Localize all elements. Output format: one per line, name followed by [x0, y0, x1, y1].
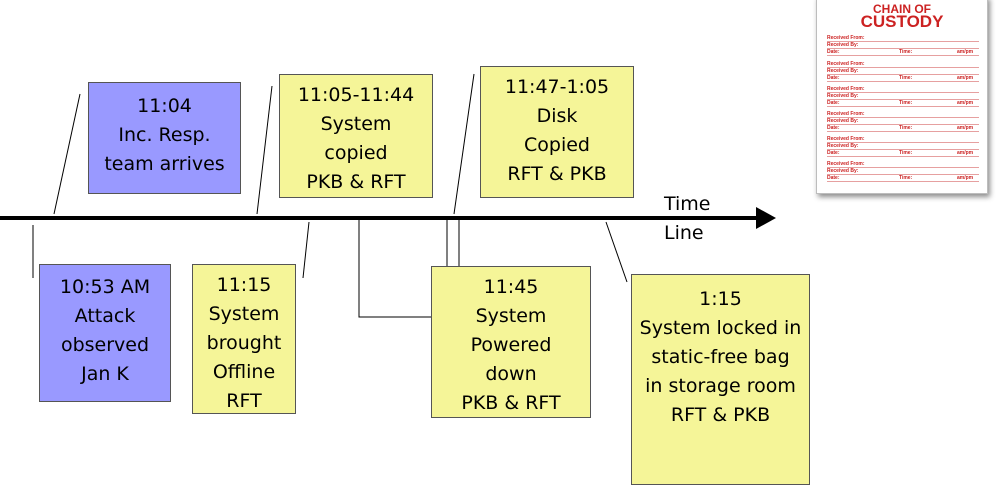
event-text: Inc. Resp. — [118, 124, 211, 146]
date-label: Date: — [827, 125, 841, 131]
date-label: Date: — [827, 150, 841, 156]
event-text: static-free bag — [651, 346, 790, 368]
custody-entry: Received From: Received By: Date: Time: … — [827, 111, 979, 132]
custody-card-title-small: CHAIN OF — [873, 2, 931, 16]
time-label: Time: — [899, 49, 914, 55]
event-text: 11:45 — [483, 276, 539, 298]
event-text: Disk — [536, 105, 578, 127]
event-text: 10:53 AM — [59, 276, 151, 298]
event-text: Offline — [212, 361, 276, 383]
time-label: Time: — [899, 175, 914, 181]
event-box-system-offline: 11:15 System brought Offline RFT — [192, 264, 296, 414]
event-text: Copied — [524, 134, 590, 156]
event-text: down — [485, 363, 537, 385]
event-box-system-copied: 11:05-11:44 System copied PKB & RFT — [279, 74, 433, 198]
event-text: PKB & RFT — [306, 171, 406, 193]
received-from-label: Received From: — [827, 61, 866, 67]
custody-card-title-large: CUSTODY — [860, 12, 944, 31]
received-from-label: Received From: — [827, 161, 866, 167]
received-from-label: Received From: — [827, 136, 866, 142]
time-axis-arrowhead — [756, 207, 776, 229]
connector-line — [453, 73, 475, 215]
connector-line — [256, 85, 273, 215]
event-text: in storage room — [645, 375, 796, 397]
ampm-label: am/pm — [957, 49, 975, 55]
received-by-label: Received By: — [827, 42, 860, 48]
date-label: Date: — [827, 75, 841, 81]
event-text: 11:05-11:44 — [297, 84, 415, 106]
date-label: Date: — [827, 175, 841, 181]
event-box-system-locked: 1:15 System locked in static-free bag in… — [631, 274, 810, 485]
event-text: 11:04 — [137, 95, 192, 117]
event-text: 1:15 — [699, 288, 742, 310]
event-text: RFT & PKB — [507, 163, 607, 185]
received-from-label: Received From: — [827, 35, 866, 41]
event-text: Powered — [470, 334, 552, 356]
connector-line — [302, 221, 310, 279]
event-text: PKB & RFT — [461, 392, 561, 414]
received-by-label: Received By: — [827, 168, 860, 174]
event-box-system-powered-down: 11:45 System Powered down PKB & RFT — [431, 266, 591, 418]
event-text: System — [475, 305, 547, 327]
event-text: team arrives — [104, 153, 225, 175]
ampm-label: am/pm — [957, 75, 975, 81]
received-by-label: Received By: — [827, 93, 860, 99]
time-label: Time: — [899, 125, 914, 131]
custody-entry: Received From: Received By: Date: Time: … — [827, 61, 979, 82]
connector-line — [605, 221, 628, 283]
time-label: Time: — [899, 150, 914, 156]
event-box-inc-resp-arrives: 11:04 Inc. Resp. team arrives — [88, 82, 241, 194]
event-text: RFT & PKB — [670, 404, 771, 426]
received-from-label: Received From: — [827, 86, 866, 92]
connector-line — [53, 93, 81, 215]
custody-entry: Received From: Received By: Date: Time: … — [827, 136, 979, 157]
time-label: Time: — [899, 75, 914, 81]
custody-entry: Received From: Received By: Date: Time: … — [827, 35, 979, 56]
custody-entry: Received From: Received By: Date: Time: … — [827, 86, 979, 107]
event-text: RFT — [226, 390, 262, 412]
time-line-label: Time Line — [664, 190, 711, 248]
event-text: 11:15 — [216, 274, 272, 296]
time-label: Time: — [899, 100, 914, 106]
event-text: System — [320, 113, 392, 135]
event-box-disk-copied: 11:47-1:05 Disk Copied RFT & PKB — [480, 66, 634, 198]
event-text: System — [208, 303, 280, 325]
date-label: Date: — [827, 100, 841, 106]
event-text: Jan K — [81, 363, 129, 385]
event-text: 11:47-1:05 — [504, 76, 610, 98]
received-by-label: Received By: — [827, 118, 860, 124]
event-text: copied — [324, 142, 388, 164]
ampm-label: am/pm — [957, 150, 975, 156]
event-text: Attack — [74, 305, 136, 327]
event-text: System locked in — [639, 317, 802, 339]
axis-label-line: Line — [664, 222, 704, 244]
chain-of-custody-card: CHAIN OF CUSTODY Received From: Received… — [816, 0, 988, 194]
ampm-label: am/pm — [957, 125, 975, 131]
event-text: brought — [206, 332, 282, 354]
ampm-label: am/pm — [957, 175, 975, 181]
custody-entry: Received From: Received By: Date: Time: … — [827, 161, 979, 182]
axis-label-line: Time — [664, 193, 711, 215]
received-by-label: Received By: — [827, 143, 860, 149]
date-label: Date: — [827, 49, 841, 55]
received-by-label: Received By: — [827, 68, 860, 74]
received-from-label: Received From: — [827, 111, 866, 117]
event-box-attack-observed: 10:53 AM Attack observed Jan K — [39, 264, 171, 402]
event-text: observed — [60, 334, 150, 356]
ampm-label: am/pm — [957, 100, 975, 106]
